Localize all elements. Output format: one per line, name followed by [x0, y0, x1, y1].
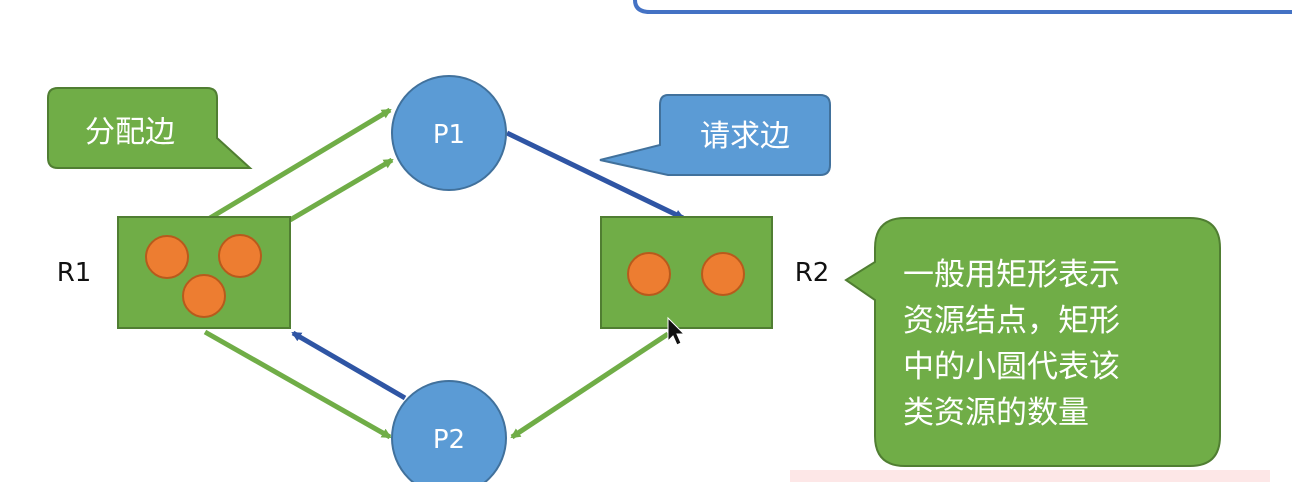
callout-note-line-4: 类资源的数量	[903, 395, 1089, 431]
callout-note-line-3: 中的小圆代表该	[903, 349, 1120, 385]
callout-note-line-1: 一般用矩形表示	[903, 257, 1120, 293]
process-p2: P2	[391, 380, 507, 486]
frame-decoration	[633, 0, 1292, 14]
callout-allocation: 分配边	[47, 87, 253, 169]
resource-r2-box	[600, 216, 773, 329]
callout-allocation-text: 分配边	[85, 115, 175, 150]
callout-request: 请求边	[599, 94, 831, 176]
process-p2-node	[391, 380, 507, 486]
request-edge-p1-r2	[505, 130, 685, 221]
callout-note-line-2: 资源结点，矩形	[903, 303, 1120, 339]
callout-request-shape	[599, 94, 831, 176]
callout-allocation-shape	[47, 87, 253, 169]
process-p1: P1	[391, 75, 507, 191]
resource-r1-instance-3	[182, 274, 226, 318]
process-p2-label: P2	[433, 425, 465, 455]
resource-r1-label: R1	[57, 258, 92, 288]
resource-r2-instance-2	[701, 252, 745, 296]
callout-request-text: 请求边	[700, 119, 790, 154]
resource-r1-instance-2	[218, 234, 262, 278]
resource-r1-instance-1	[145, 235, 189, 279]
callout-note-shape	[844, 217, 1221, 467]
process-p1-node	[391, 75, 507, 191]
resource-r2-label: R2	[795, 258, 830, 288]
edges	[203, 107, 685, 440]
faded-footer-strip	[790, 470, 1270, 482]
resource-r1: R1	[57, 216, 291, 329]
resource-r2-instance-1	[627, 252, 671, 296]
process-p1-label: P1	[433, 120, 465, 150]
callout-note: 一般用矩形表示 资源结点，矩形 中的小圆代表该 类资源的数量	[844, 217, 1221, 467]
allocation-edge-r2-p2	[510, 331, 670, 440]
resource-r2: R2	[600, 216, 830, 329]
allocation-edge-r1-p2	[203, 329, 392, 440]
mouse-cursor-icon	[667, 316, 686, 346]
allocation-edge-r1-p1-a	[208, 107, 392, 221]
request-edge-p2-r1	[291, 330, 407, 401]
allocation-edge-r1-p1-b	[288, 157, 394, 223]
